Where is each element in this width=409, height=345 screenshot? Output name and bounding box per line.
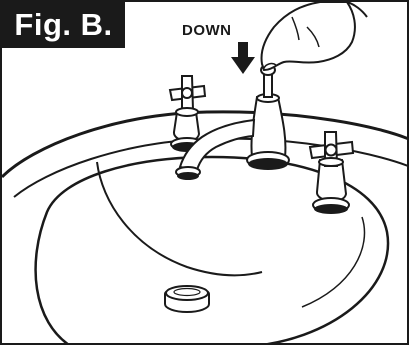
finger-press-icon bbox=[260, 2, 368, 72]
faucet-spout bbox=[175, 93, 290, 180]
drain-stopper bbox=[164, 285, 210, 313]
sink-basin-inner-curve bbox=[301, 216, 366, 308]
down-arrow-icon bbox=[231, 42, 255, 74]
sink-basin bbox=[34, 155, 390, 343]
instruction-label: DOWN bbox=[182, 22, 232, 39]
sink-basin-shading bbox=[96, 161, 263, 277]
sink-rim bbox=[2, 110, 407, 179]
right-cross-handle bbox=[308, 131, 355, 214]
figure-label: Fig. B. bbox=[2, 2, 125, 48]
